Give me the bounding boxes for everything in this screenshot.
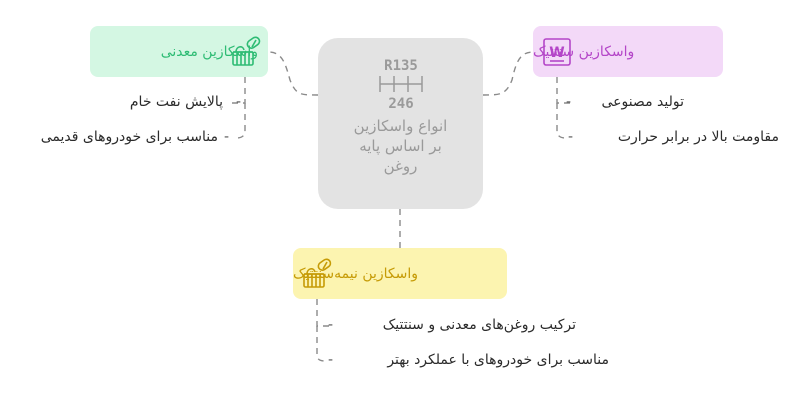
- central-topic-node[interactable]: R135 246 انواع واسکازین بر اساس پایه روغ…: [318, 38, 483, 209]
- svg-text:W: W: [549, 45, 564, 61]
- semi-item: ترکیب روغن‌های معدنی و سنتتیک: [382, 317, 576, 333]
- connector-dash: -: [236, 94, 242, 110]
- synthetic-item: تولید مصنوعی: [601, 94, 684, 110]
- central-title-line: بر اساس پایه: [359, 137, 442, 155]
- oil-basket-icon: [303, 258, 332, 288]
- connector-dash: -: [566, 94, 572, 110]
- central-topic-title: انواع واسکازین بر اساس پایه روغن: [328, 116, 473, 176]
- semi-item: مناسب برای خودروهای با عملکرد بهتر: [387, 352, 609, 368]
- w-letter-icon: W: [543, 38, 571, 66]
- connector-dash: -: [328, 352, 334, 368]
- connector-dash: -: [328, 317, 334, 333]
- oil-basket-icon: [232, 36, 261, 66]
- branch-synthetic[interactable]: واسکازین سنتتیک W: [533, 26, 723, 77]
- mineral-item: پالایش نفت خام: [129, 94, 223, 110]
- branch-semi-synthetic[interactable]: واسکازین نیمه‌سنتتیک: [293, 248, 507, 299]
- branch-synthetic-label: واسکازین سنتتیک: [533, 43, 635, 60]
- gear-shift-icon: R135 246: [379, 58, 423, 112]
- central-title-line: روغن: [383, 157, 418, 175]
- gear-bottom-label: 246: [388, 96, 413, 112]
- branch-mineral[interactable]: واسکازین معدنی: [90, 26, 268, 77]
- connector-dash: -: [224, 129, 230, 145]
- gear-top-label: R135: [384, 58, 418, 74]
- mineral-item: مناسب برای خودروهای قدیمی: [40, 129, 218, 145]
- connector-dash: -: [568, 129, 574, 145]
- synthetic-item: مقاومت بالا در برابر حرارت: [617, 129, 779, 145]
- central-title-line: انواع واسکازین: [353, 117, 448, 135]
